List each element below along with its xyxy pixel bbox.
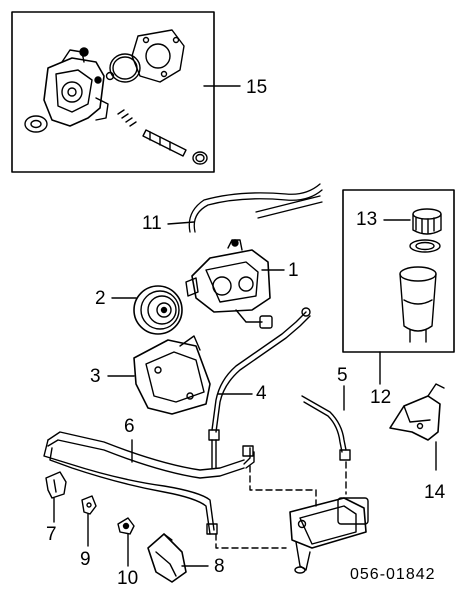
callout-8: 8 [214,556,225,577]
callout-5: 5 [337,365,348,386]
tube-assembly-6 [43,431,255,535]
reservoir-tank [399,266,437,343]
callout-2: 2 [95,288,106,309]
callout-15: 15 [246,77,268,98]
callout-13: 13 [356,209,378,230]
tube-fitting-6b [206,523,218,535]
callout-9: 9 [80,549,91,570]
hose-11 [188,183,323,233]
return-hose-5 [301,395,347,453]
hose-fitting-5 [339,449,351,461]
kit-12-frame [342,189,455,353]
pressure-hose-4 [211,311,311,433]
clamp-10 [117,517,135,535]
hose-fitting-4-bottom [208,429,220,441]
leader-11 [167,221,195,225]
callout-3: 3 [90,366,101,387]
callout-7: 7 [46,524,57,545]
pulley-2 [133,285,183,335]
clip-7 [45,471,67,499]
reservoir-bracket-14 [389,383,445,441]
spool-valve-and-spring [117,109,208,165]
callout-4: 4 [256,383,267,404]
bracket-3 [133,335,211,415]
tube-fitting-6a [242,445,254,457]
hose-11-second [255,195,323,219]
gasket-and-o-rings [105,29,185,83]
clip-9 [81,495,97,515]
reservoir-cap [409,208,442,253]
power-steering-pump [185,239,273,329]
callout-10: 10 [117,568,139,589]
callout-1: 1 [288,260,299,281]
connection-dashed-c [215,533,287,549]
kit-15-frame [11,11,215,173]
plate-8 [147,533,187,583]
connection-dashed-a [249,465,317,507]
callout-12: 12 [370,387,392,408]
diagram-code: 056-01842 [350,566,436,583]
steering-gear [289,497,369,574]
callout-11: 11 [142,213,162,234]
pump-housing-exploded [24,47,109,133]
hose-fitting-4-top [301,307,311,317]
callout-6: 6 [124,416,135,437]
callout-14: 14 [424,482,446,503]
